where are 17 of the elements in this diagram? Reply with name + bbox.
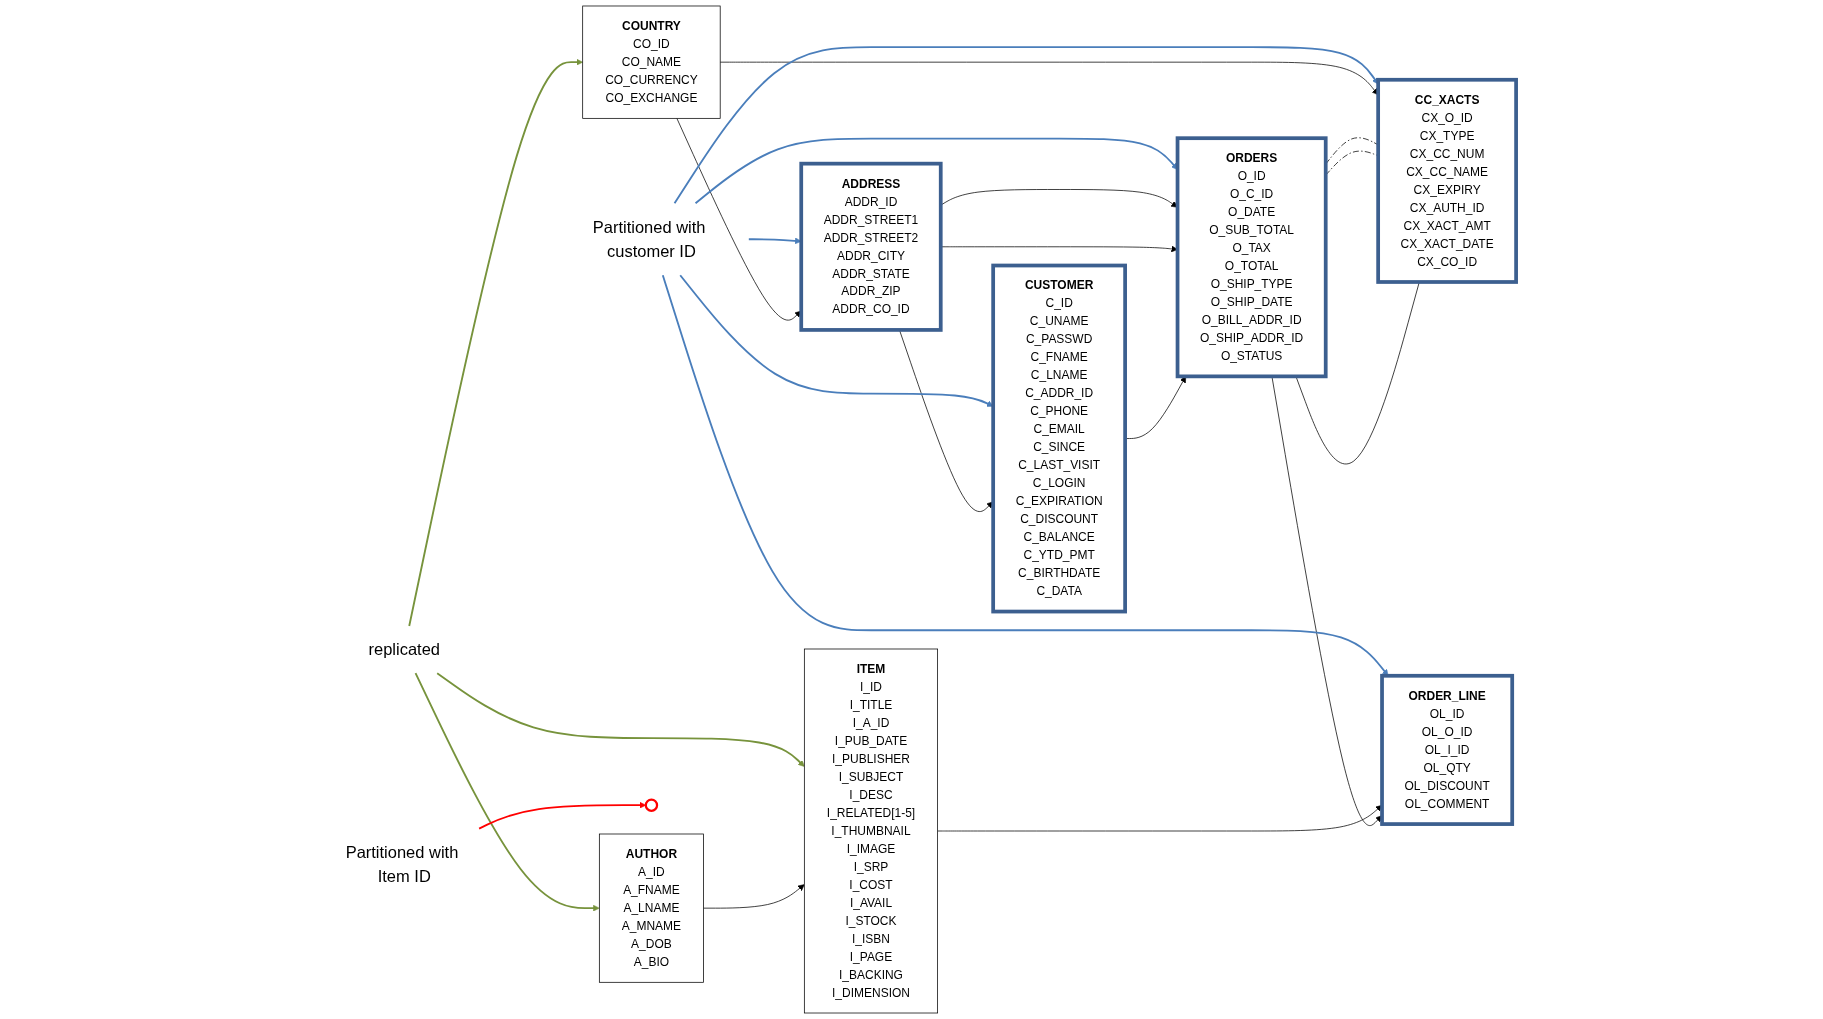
arrow [478, 801, 647, 830]
arrow [436, 672, 805, 767]
node-box: CC_XACTS CX_O_ID CX_TYPE CX_CC_NUM CX_CC_NAME CX_EXPIRY CX_AUTH_ID CX_XACT_AMT CX_XACT_DATE CX_CO_ID [1376, 77, 1518, 284]
node-box: COUNTRY CO_ID CO_NAME CO_CURRENCY CO_EXCHANGE [582, 5, 721, 119]
node-box: ORDERS O_ID O_C_ID O_DATE O_SUB_TOTAL O_TAX O_TOTAL O_SHIP_TYPE O_SHIP_DATE O_BILL_ADDR_ID O_SHIP_ADDR_ID O_STATUS [1175, 136, 1328, 379]
arrow [414, 672, 600, 912]
node-text: Partitioned with Item ID [345, 842, 459, 887]
arrow [408, 58, 583, 627]
connector [1295, 281, 1420, 465]
node-text: Partitioned with customer ID [592, 217, 706, 262]
node-box: ITEM I_ID I_TITLE I_A_ID I_PUB_DATE I_PUBLISHER I_SUBJECT I_DESC I_RELATED[1-5] I_THUMBNAIL I_IMAGE I_SRP I_COST I_AVAIL I_STOCK I_ISBN I_PAGE I_BACKING I_DIMENSION [803, 648, 938, 1014]
node-box: CUSTOMER C_ID C_UNAME C_PASSWD C_FNAME C_LNAME C_ADDR_ID C_PHONE C_EMAIL C_SINCE C_LAST_VISIT C_LOGIN C_EXPIRATION C_DISCOUNT C_BALANCE C_YTD_PMT C_BIRTHDATE C_DATA [991, 263, 1127, 614]
node-box: AUTHOR A_ID A_FNAME A_LNAME A_MNAME A_DOB A_BIO [598, 833, 704, 983]
node-ellipse [644, 798, 659, 812]
node-box: ORDER_LINE OL_ID OL_O_ID OL_I_ID OL_QTY OL_DISCOUNT OL_COMMENT [1380, 673, 1515, 826]
node-box: ADDRESS ADDR_ID ADDR_STREET1 ADDR_STREET2 ADDR_CITY ADDR_STATE ADDR_ZIP ADDR_CO_ID [799, 161, 943, 332]
node-text: replicated [368, 640, 440, 659]
